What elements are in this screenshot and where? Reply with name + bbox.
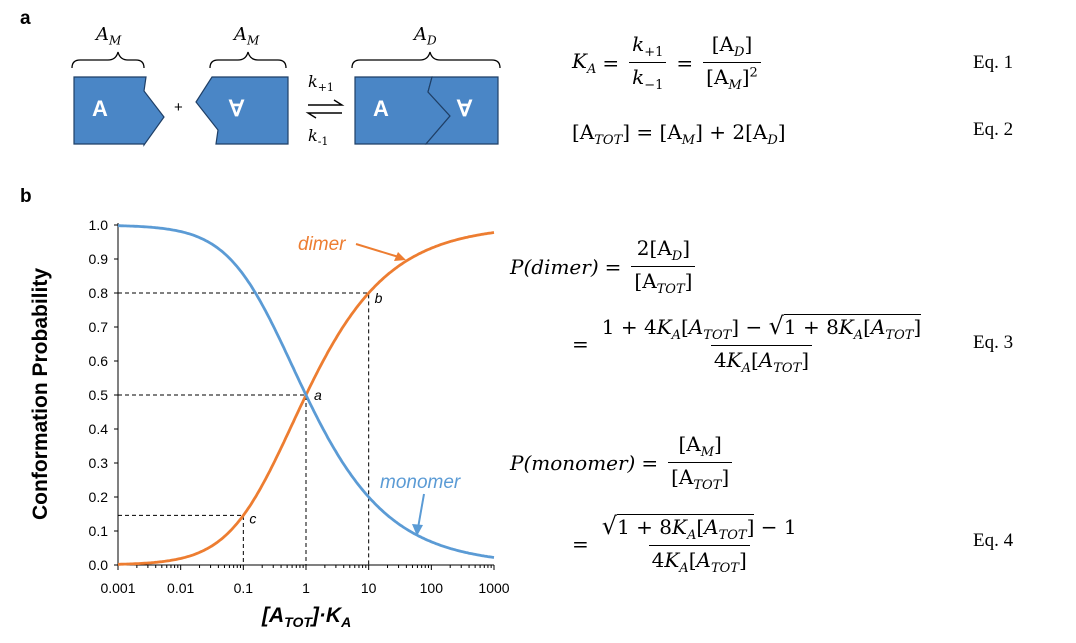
- equation-3-line-2: = 1 + 4KA[ATOT] − √1 + 8KA[ATOT] 4KA[ATO…: [572, 312, 922, 376]
- monomer-block-right: [195, 76, 289, 145]
- point-label-b: b: [375, 290, 383, 306]
- y-tick-label: 0.5: [89, 387, 109, 403]
- x-tick-label: 0.01: [167, 580, 194, 596]
- monomer-arrowhead: [412, 524, 423, 536]
- y-tick-label: 0.7: [89, 319, 109, 335]
- y-tick-label: 0.1: [89, 523, 109, 539]
- eq4-label: Eq. 4: [973, 530, 1014, 551]
- block-letter-left: A: [92, 96, 108, 121]
- series-label-dimer: dimer: [298, 234, 346, 255]
- y-tick-label: 0.6: [89, 353, 109, 369]
- series-line-monomer: [118, 224, 495, 559]
- y-tick-label: 0.8: [89, 285, 109, 301]
- block-letter-right: ∀: [229, 96, 245, 121]
- y-tick-label: 0.0: [89, 557, 109, 573]
- brace-label-monomer-2: AM: [234, 24, 260, 48]
- y-tick-label: 0.2: [89, 489, 109, 505]
- eq1-label: Eq. 1: [973, 52, 1014, 73]
- panel-a-label: a: [20, 8, 31, 29]
- eq2-label: Eq. 2: [973, 119, 1014, 140]
- forward-arrow: [308, 99, 345, 106]
- equation-4-line-2: = √1 + 8KA[ATOT] − 1 4KA[ATOT]: [572, 512, 797, 576]
- dimer-block-right: [424, 76, 499, 145]
- y-tick-label: 1.0: [89, 217, 109, 233]
- x-tick-label: 0.1: [234, 580, 254, 596]
- reverse-arrow: [305, 112, 342, 119]
- equation-3-line-1: P(dimer)= 2[AD] [ATOT]: [510, 236, 699, 297]
- x-tick-label: 10: [361, 580, 377, 596]
- probability-chart: 0.0 0.1 0.2 0.3 0.4 0.5 0.6 0.7 0.8 0.9 1.0 0.001 0.…: [89, 217, 510, 596]
- brace-label-dimer: AD: [414, 24, 437, 48]
- y-tick-label: 0.9: [89, 251, 109, 267]
- dimer-arrowhead: [394, 252, 406, 261]
- brace-label-monomer-1: AM: [96, 24, 122, 48]
- x-tick-label: 0.001: [100, 580, 135, 596]
- series-label-monomer: monomer: [380, 472, 461, 493]
- dimer-label-arrow: [355, 243, 403, 259]
- eq3-label: Eq. 3: [973, 332, 1014, 353]
- x-tick-label: 1000: [478, 580, 509, 596]
- point-label-c: c: [249, 510, 256, 526]
- plus-sign: +: [174, 99, 183, 116]
- equation-4-line-1: P(monomer)= [AM] [ATOT]: [510, 432, 736, 493]
- x-tick-label: 100: [420, 580, 444, 596]
- dimer-letter-right: ∀: [457, 96, 473, 121]
- k-forward: k+1: [308, 72, 334, 95]
- y-tick-label: 0.3: [89, 455, 109, 471]
- x-tick-label: 1: [302, 580, 310, 596]
- y-tick-label: 0.4: [89, 421, 109, 437]
- equation-2: [ATOT] = [AM] + 2[AD]: [572, 120, 786, 148]
- x-axis-label: [ATOT]·KA: [262, 604, 352, 631]
- equation-1: KA = k+1 k−1 = [AD] [AM]2: [572, 32, 765, 93]
- brace-monomer-2: [209, 51, 287, 69]
- reference-line-a: [118, 394, 307, 565]
- brace-dimer: [351, 51, 501, 69]
- dimer-letter-left: A: [373, 96, 389, 121]
- k-reverse: k-1: [308, 126, 329, 149]
- panel-b-label: b: [20, 186, 32, 207]
- monomer-block-left: [73, 76, 165, 147]
- point-label-a: a: [314, 387, 322, 403]
- brace-monomer-1: [71, 51, 145, 69]
- monomer-label-arrow: [417, 493, 425, 529]
- panel-a-diagram: [71, 51, 501, 147]
